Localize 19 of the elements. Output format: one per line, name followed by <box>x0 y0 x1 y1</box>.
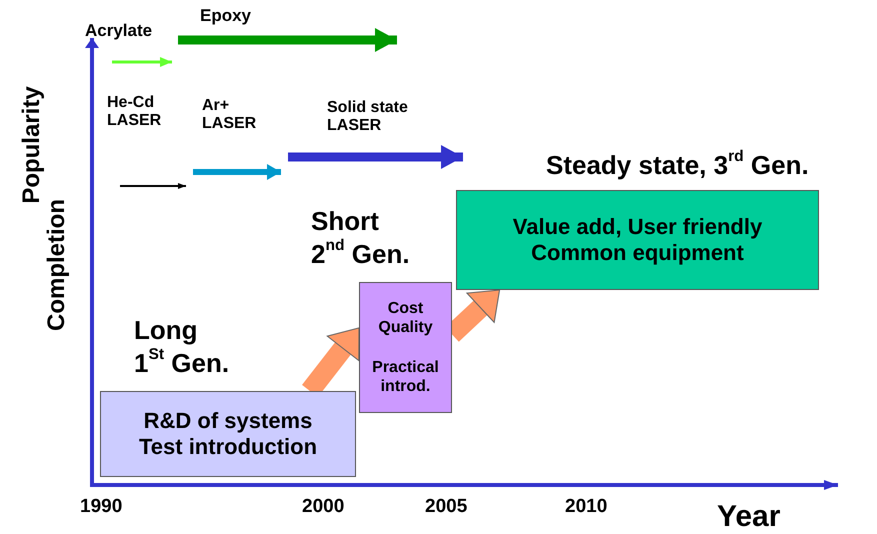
laser-label: Ar+ LASER <box>202 97 258 134</box>
laser-label: He-Cd LASER <box>107 94 162 131</box>
year-label: 1990 <box>80 496 122 518</box>
axis-title: Completion <box>43 199 71 331</box>
year-label: 2005 <box>425 496 468 518</box>
year-label: 2010 <box>565 496 608 518</box>
box-text: Cost Quality <box>378 298 433 338</box>
box-text: R&D of systems Test introduction <box>138 408 318 460</box>
laser-label: Solid state LASER <box>327 99 409 136</box>
phase-heading: Short 2$^{nd}$ Gen. <box>311 205 410 270</box>
box-text: Practical introd. <box>372 358 439 396</box>
axis-title: Popularity <box>18 86 46 204</box>
axis-title: Year <box>717 500 780 534</box>
box-text: Value add, User friendly Common equipment <box>512 214 762 266</box>
phase-heading: Long 1$^{St}$ Gen. <box>134 314 230 379</box>
material-label: Acrylate <box>85 21 152 41</box>
year-label: 2000 <box>302 496 344 518</box>
material-label: Epoxy <box>200 6 252 26</box>
phase-heading: Steady state, 3$^{rd}$ Gen. <box>546 149 809 182</box>
